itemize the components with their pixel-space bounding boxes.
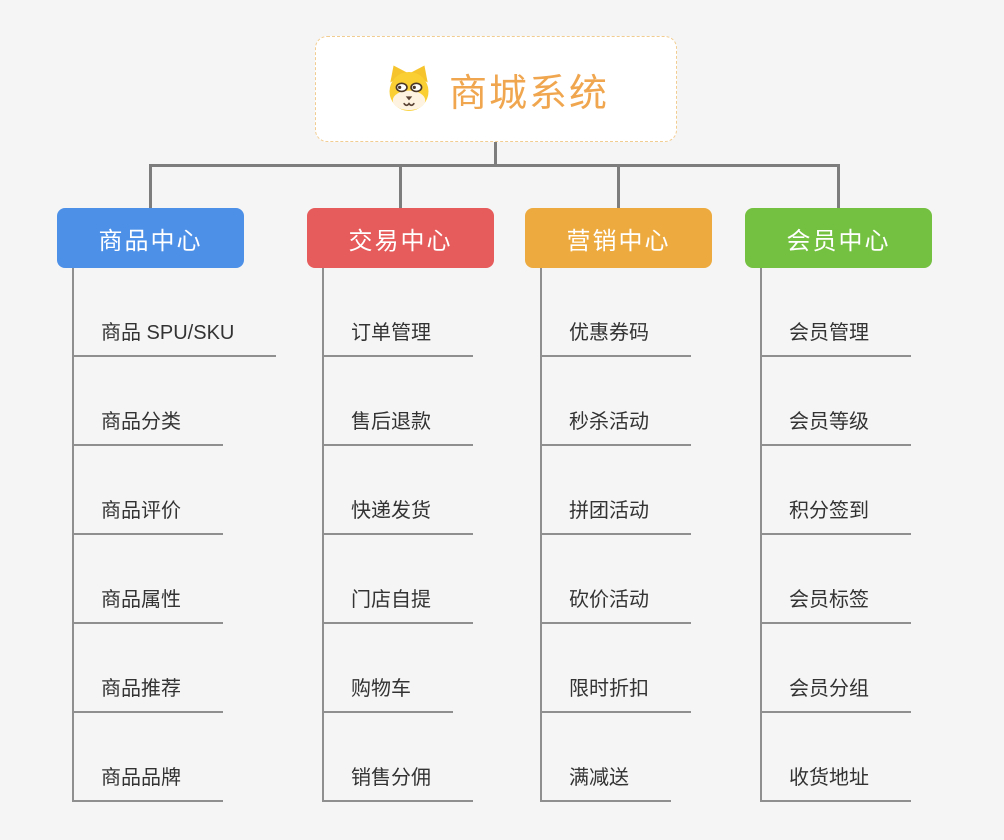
leaf-row: 限时折扣 bbox=[542, 624, 775, 713]
leaf-item[interactable]: 商品分类 bbox=[74, 405, 223, 446]
leaf-item[interactable]: 商品属性 bbox=[74, 583, 223, 624]
leaf-item[interactable]: 会员等级 bbox=[762, 405, 911, 446]
leaf-item[interactable]: 销售分佣 bbox=[324, 761, 473, 802]
leaf-item[interactable]: 售后退款 bbox=[324, 405, 473, 446]
branch-header-trade-center[interactable]: 交易中心 bbox=[307, 208, 494, 268]
branch-leaves-marketing-center: 优惠券码秒杀活动拼团活动砍价活动限时折扣满减送 bbox=[540, 268, 775, 802]
branch-member-center: 会员中心会员管理会员等级积分签到会员标签会员分组收货地址 bbox=[745, 208, 995, 802]
drop-connector-trade-center bbox=[399, 164, 402, 208]
branch-leaves-trade-center: 订单管理售后退款快递发货门店自提购物车销售分佣 bbox=[322, 268, 557, 802]
leaf-item[interactable]: 商品品牌 bbox=[74, 761, 223, 802]
leaf-row: 积分签到 bbox=[762, 446, 995, 535]
branch-bus-connector bbox=[149, 164, 840, 167]
dog-face-icon bbox=[383, 63, 435, 115]
leaf-row: 收货地址 bbox=[762, 713, 995, 802]
leaf-row: 快递发货 bbox=[324, 446, 557, 535]
leaf-item[interactable]: 商品评价 bbox=[74, 494, 223, 535]
drop-connector-product-center bbox=[149, 164, 152, 208]
leaf-row: 拼团活动 bbox=[542, 446, 775, 535]
leaf-item[interactable]: 限时折扣 bbox=[542, 672, 691, 713]
leaf-row: 售后退款 bbox=[324, 357, 557, 446]
leaf-item[interactable]: 优惠券码 bbox=[542, 316, 691, 357]
branch-leaves-product-center: 商品 SPU/SKU 商品分类商品评价商品属性商品推荐商品品牌 bbox=[72, 268, 307, 802]
leaf-row: 商品属性 bbox=[74, 535, 307, 624]
leaf-row: 商品推荐 bbox=[74, 624, 307, 713]
root-title: 商城系统 bbox=[448, 72, 609, 115]
leaf-row: 销售分佣 bbox=[324, 713, 557, 802]
leaf-item[interactable]: 会员分组 bbox=[762, 672, 911, 713]
leaf-item[interactable]: 商品推荐 bbox=[74, 672, 223, 713]
branch-trade-center: 交易中心订单管理售后退款快递发货门店自提购物车销售分佣 bbox=[307, 208, 557, 802]
branch-product-center: 商品中心商品 SPU/SKU 商品分类商品评价商品属性商品推荐商品品牌 bbox=[57, 208, 307, 802]
leaf-row: 会员分组 bbox=[762, 624, 995, 713]
leaf-row: 会员标签 bbox=[762, 535, 995, 624]
leaf-row: 会员等级 bbox=[762, 357, 995, 446]
leaf-item[interactable]: 会员管理 bbox=[762, 316, 911, 357]
branch-leaves-member-center: 会员管理会员等级积分签到会员标签会员分组收货地址 bbox=[760, 268, 995, 802]
leaf-row: 满减送 bbox=[542, 713, 775, 802]
leaf-item[interactable]: 商品 SPU/SKU bbox=[74, 316, 277, 357]
leaf-row: 订单管理 bbox=[324, 268, 557, 357]
leaf-row: 购物车 bbox=[324, 624, 557, 713]
drop-connector-marketing-center bbox=[617, 164, 620, 208]
branch-marketing-center: 营销中心优惠券码秒杀活动拼团活动砍价活动限时折扣满减送 bbox=[525, 208, 775, 802]
leaf-item[interactable]: 快递发货 bbox=[324, 494, 473, 535]
leaf-row: 商品 SPU/SKU bbox=[74, 268, 307, 357]
root-stem-connector bbox=[494, 142, 497, 164]
leaf-row: 商品品牌 bbox=[74, 713, 307, 802]
leaf-item[interactable]: 购物车 bbox=[324, 672, 453, 713]
leaf-item[interactable]: 门店自提 bbox=[324, 583, 473, 624]
leaf-item[interactable]: 订单管理 bbox=[324, 316, 473, 357]
leaf-row: 秒杀活动 bbox=[542, 357, 775, 446]
drop-connector-member-center bbox=[837, 164, 840, 208]
root-node[interactable]: 商城系统 bbox=[315, 36, 677, 142]
leaf-row: 砍价活动 bbox=[542, 535, 775, 624]
leaf-row: 会员管理 bbox=[762, 268, 995, 357]
leaf-item[interactable]: 砍价活动 bbox=[542, 583, 691, 624]
leaf-item[interactable]: 收货地址 bbox=[762, 761, 911, 802]
leaf-row: 商品分类 bbox=[74, 357, 307, 446]
branch-header-product-center[interactable]: 商品中心 bbox=[57, 208, 244, 268]
leaf-item[interactable]: 积分签到 bbox=[762, 494, 911, 535]
leaf-row: 商品评价 bbox=[74, 446, 307, 535]
leaf-item[interactable]: 满减送 bbox=[542, 761, 671, 802]
leaf-item[interactable]: 会员标签 bbox=[762, 583, 911, 624]
leaf-item[interactable]: 拼团活动 bbox=[542, 494, 691, 535]
leaf-item[interactable]: 秒杀活动 bbox=[542, 405, 691, 446]
branch-header-marketing-center[interactable]: 营销中心 bbox=[525, 208, 712, 268]
leaf-row: 门店自提 bbox=[324, 535, 557, 624]
branch-header-member-center[interactable]: 会员中心 bbox=[745, 208, 932, 268]
leaf-row: 优惠券码 bbox=[542, 268, 775, 357]
